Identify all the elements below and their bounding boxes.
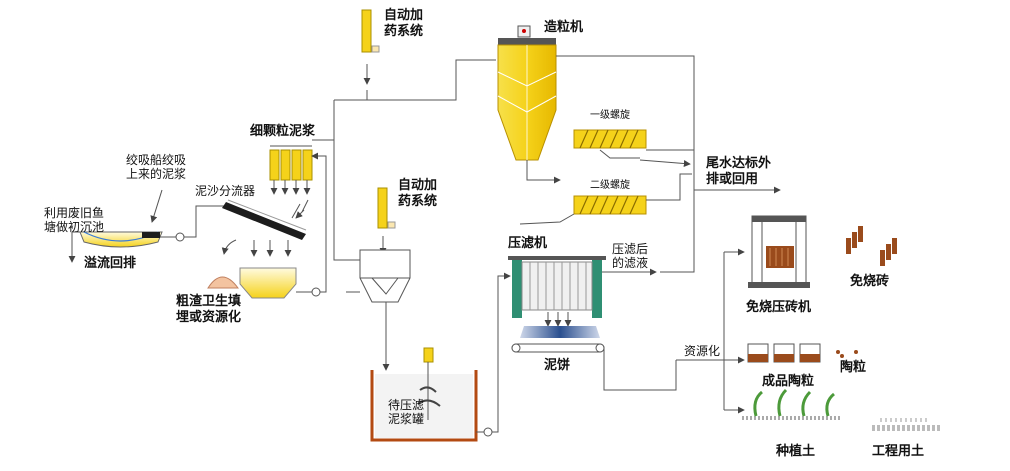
ceramsite-product — [747, 343, 858, 363]
label-fine-sludge: 细颗粒泥浆 — [250, 124, 316, 139]
label-dredger-sludge: 绞吸船绞吸上来的泥浆 — [126, 153, 187, 181]
label-unfired-brick: 免烧砖 — [850, 274, 890, 289]
label-spiral-1: 一级螺旋 — [590, 110, 630, 121]
engineering-soil — [872, 418, 940, 431]
unfired-bricks — [846, 226, 897, 266]
label-unfired-press: 免烧压砖机 — [746, 300, 812, 315]
label-auto-dosing-2: 自动加药系统 — [398, 178, 438, 209]
label-engineering-soil: 工程用土 — [872, 444, 925, 459]
label-auto-dosing-1: 自动加药系统 — [384, 8, 424, 39]
auto-dosing-system-1 — [361, 9, 380, 85]
filter-press — [508, 256, 657, 327]
label-filtrate: 压滤后的滤液 — [612, 242, 649, 270]
planting-soil — [742, 388, 842, 420]
spiral-2 — [519, 149, 694, 225]
coarse-residue-pile — [207, 152, 327, 299]
label-pre-press-tank: 待压滤泥浆罐 — [388, 398, 425, 426]
spiral-1 — [573, 129, 691, 168]
sand-separator — [222, 199, 309, 240]
label-ceramsite-product: 成品陶粒 — [762, 374, 815, 389]
label-coarse-residue: 粗渣卫生填埋或资源化 — [176, 294, 242, 325]
main-pipe — [312, 59, 496, 293]
label-resource: 资源化 — [684, 344, 721, 358]
auto-dosing-system-2 — [377, 187, 396, 255]
label-ceramsite: 陶粒 — [840, 360, 867, 375]
unfired-brick-press — [748, 215, 810, 288]
label-tail-water: 尾水达标外排或回用 — [706, 156, 772, 187]
granulator — [497, 25, 695, 273]
label-sand-separator: 泥沙分流器 — [195, 184, 256, 198]
resource-branch — [676, 248, 745, 414]
label-overflow: 溢流回排 — [84, 256, 137, 271]
label-planting-soil: 种植土 — [776, 444, 816, 459]
thickener-tank — [359, 249, 411, 371]
label-granulator: 造粒机 — [544, 20, 584, 35]
sediment-pond — [79, 231, 163, 248]
pre-press-sludge-tank — [370, 272, 511, 442]
label-mud-cake: 泥饼 — [544, 358, 571, 373]
pond-pipes — [68, 189, 226, 263]
belt-conveyor — [511, 326, 677, 391]
label-spiral-2: 二级螺旋 — [590, 180, 630, 191]
fine-sludge-tubes — [269, 145, 313, 219]
label-sediment-pond: 利用废旧鱼塘做初沉池 — [44, 206, 105, 234]
label-filter-press: 压滤机 — [508, 236, 548, 251]
